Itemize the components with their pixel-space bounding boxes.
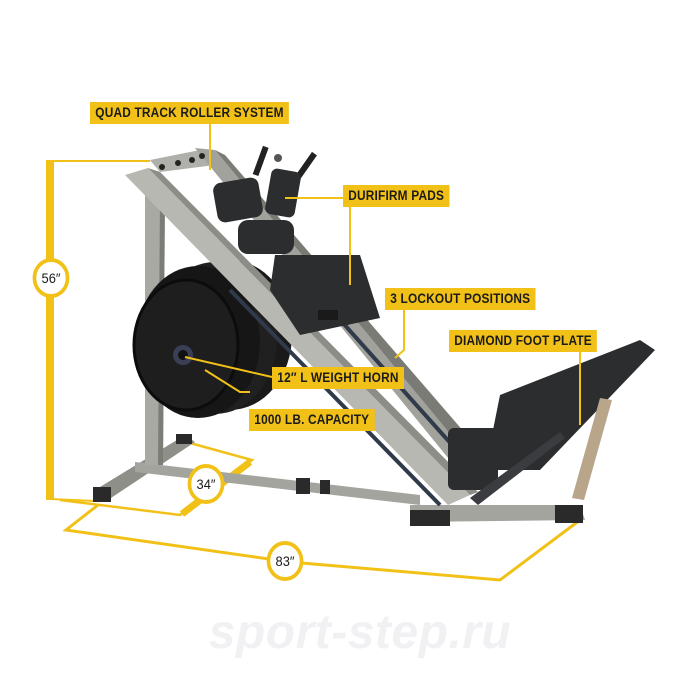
shoulder-pads [213,145,380,335]
callout-capacity: 1000 LB. CAPACITY [249,409,375,431]
foot-plate [448,340,655,505]
base-frame [93,434,585,526]
callout-diamond-foot-plate: DIAMOND FOOT PLATE [449,330,598,352]
weight-plates [132,260,292,418]
callout-durifirm-pads: DURIFIRM PADS [343,185,450,207]
callout-quad-track-roller-system: QUAD TRACK ROLLER SYSTEM [90,102,289,124]
dimension-length-badge: 83″ [266,541,304,581]
dimension-width-badge: 34″ [187,464,225,504]
callout-weight-horn: 12″ L WEIGHT HORN [272,367,404,389]
watermark: sport-step.ru [208,606,512,659]
dimension-height-badge: 56″ [32,258,70,298]
callout-lockout-positions: 3 LOCKOUT POSITIONS [385,288,536,310]
